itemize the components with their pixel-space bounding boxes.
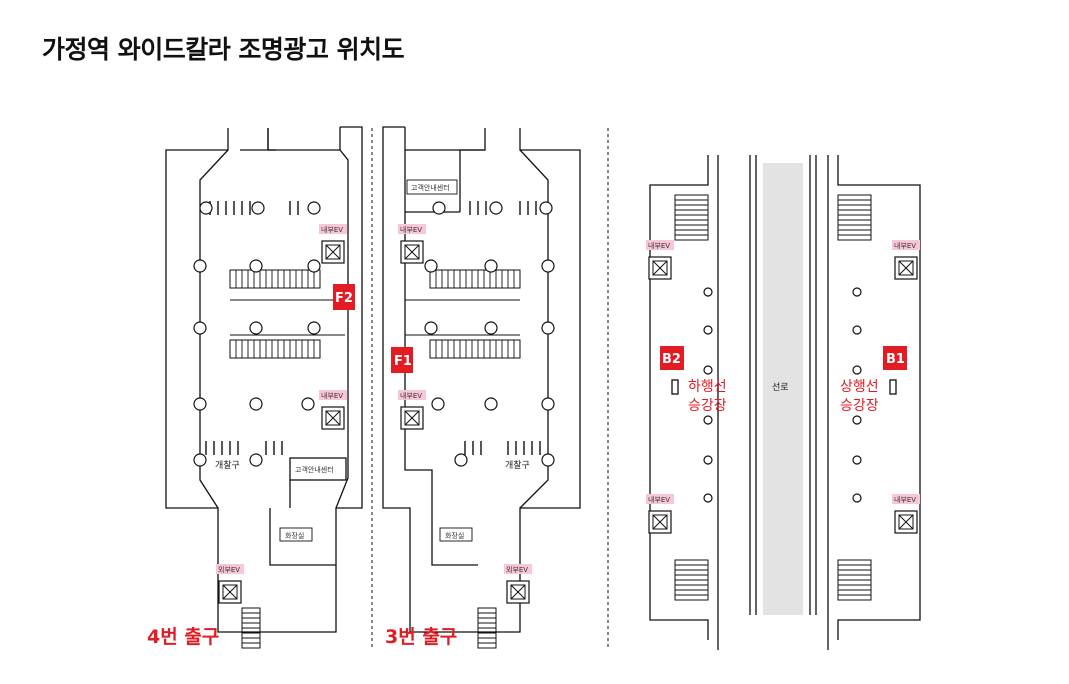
elevator-icon: 내부EV [398, 390, 426, 430]
elevator-icon: 내부EV [892, 240, 920, 280]
elevator-icon: 내부EV [892, 494, 920, 534]
elevator-label: 내부EV [648, 495, 670, 504]
customer-center-label-left: 고객안내센터 [295, 465, 334, 474]
up-platform-label-2: 승강장 [840, 398, 879, 414]
page-title: 가정역 와이드칼라 조명광고 위치도 [42, 35, 405, 64]
elevator-label: 내부EV [400, 225, 422, 234]
elevator-label: 내부EV [400, 391, 422, 400]
ad-marker-b2: B2 [660, 346, 684, 370]
track-bed [763, 163, 803, 615]
elevator-icon: 내부EV [646, 240, 674, 280]
ad-marker-f1: F1 [391, 347, 413, 373]
stairs-icon [229, 194, 872, 649]
restroom-label-left: 화장실 [285, 531, 304, 540]
platform-walls [649, 155, 921, 650]
up-platform-label-1: 상행선 [840, 379, 879, 395]
svg-text:B2: B2 [662, 352, 681, 367]
elevator-label: 내부EV [321, 391, 343, 400]
elevator-label: 외부EV [218, 565, 240, 574]
elevator-icon: 내부EV [646, 494, 674, 534]
elevator-icon: 내부EV [398, 224, 426, 264]
restroom-label-right: 화장실 [445, 531, 464, 540]
ad-marker-b1: B1 [883, 346, 907, 370]
svg-text:F2: F2 [335, 291, 353, 306]
ad-marker-f2: F2 [333, 284, 355, 310]
concourse-right-walls [382, 126, 581, 633]
elevator-label: 내부EV [894, 495, 916, 504]
elevator-label: 내부EV [321, 225, 343, 234]
exit-3-label: 3번 출구 [385, 626, 457, 648]
down-platform-label-2: 승강장 [688, 398, 727, 414]
ticket-gate-label-right: 개찰구 [505, 460, 530, 471]
elevator-label: 내부EV [648, 241, 670, 250]
svg-text:B1: B1 [886, 352, 905, 367]
elevator-icon: 내부EV [319, 224, 347, 264]
svg-text:F1: F1 [394, 354, 412, 369]
elevator-icon: 외부EV [504, 564, 532, 604]
exit-4-label: 4번 출구 [147, 626, 219, 648]
column-icon [193, 201, 862, 503]
down-platform-label-1: 하행선 [688, 379, 727, 395]
elevator-icon: 내부EV [319, 390, 347, 430]
concourse-left-walls [165, 126, 363, 633]
elevator-icon: 외부EV [216, 564, 244, 604]
track-label: 선로 [772, 382, 789, 393]
elevator-label: 내부EV [894, 241, 916, 250]
elevator-label: 외부EV [506, 565, 528, 574]
ticket-gate-label-left: 개찰구 [215, 460, 240, 471]
customer-center-label-right: 고객안내센터 [411, 183, 450, 192]
